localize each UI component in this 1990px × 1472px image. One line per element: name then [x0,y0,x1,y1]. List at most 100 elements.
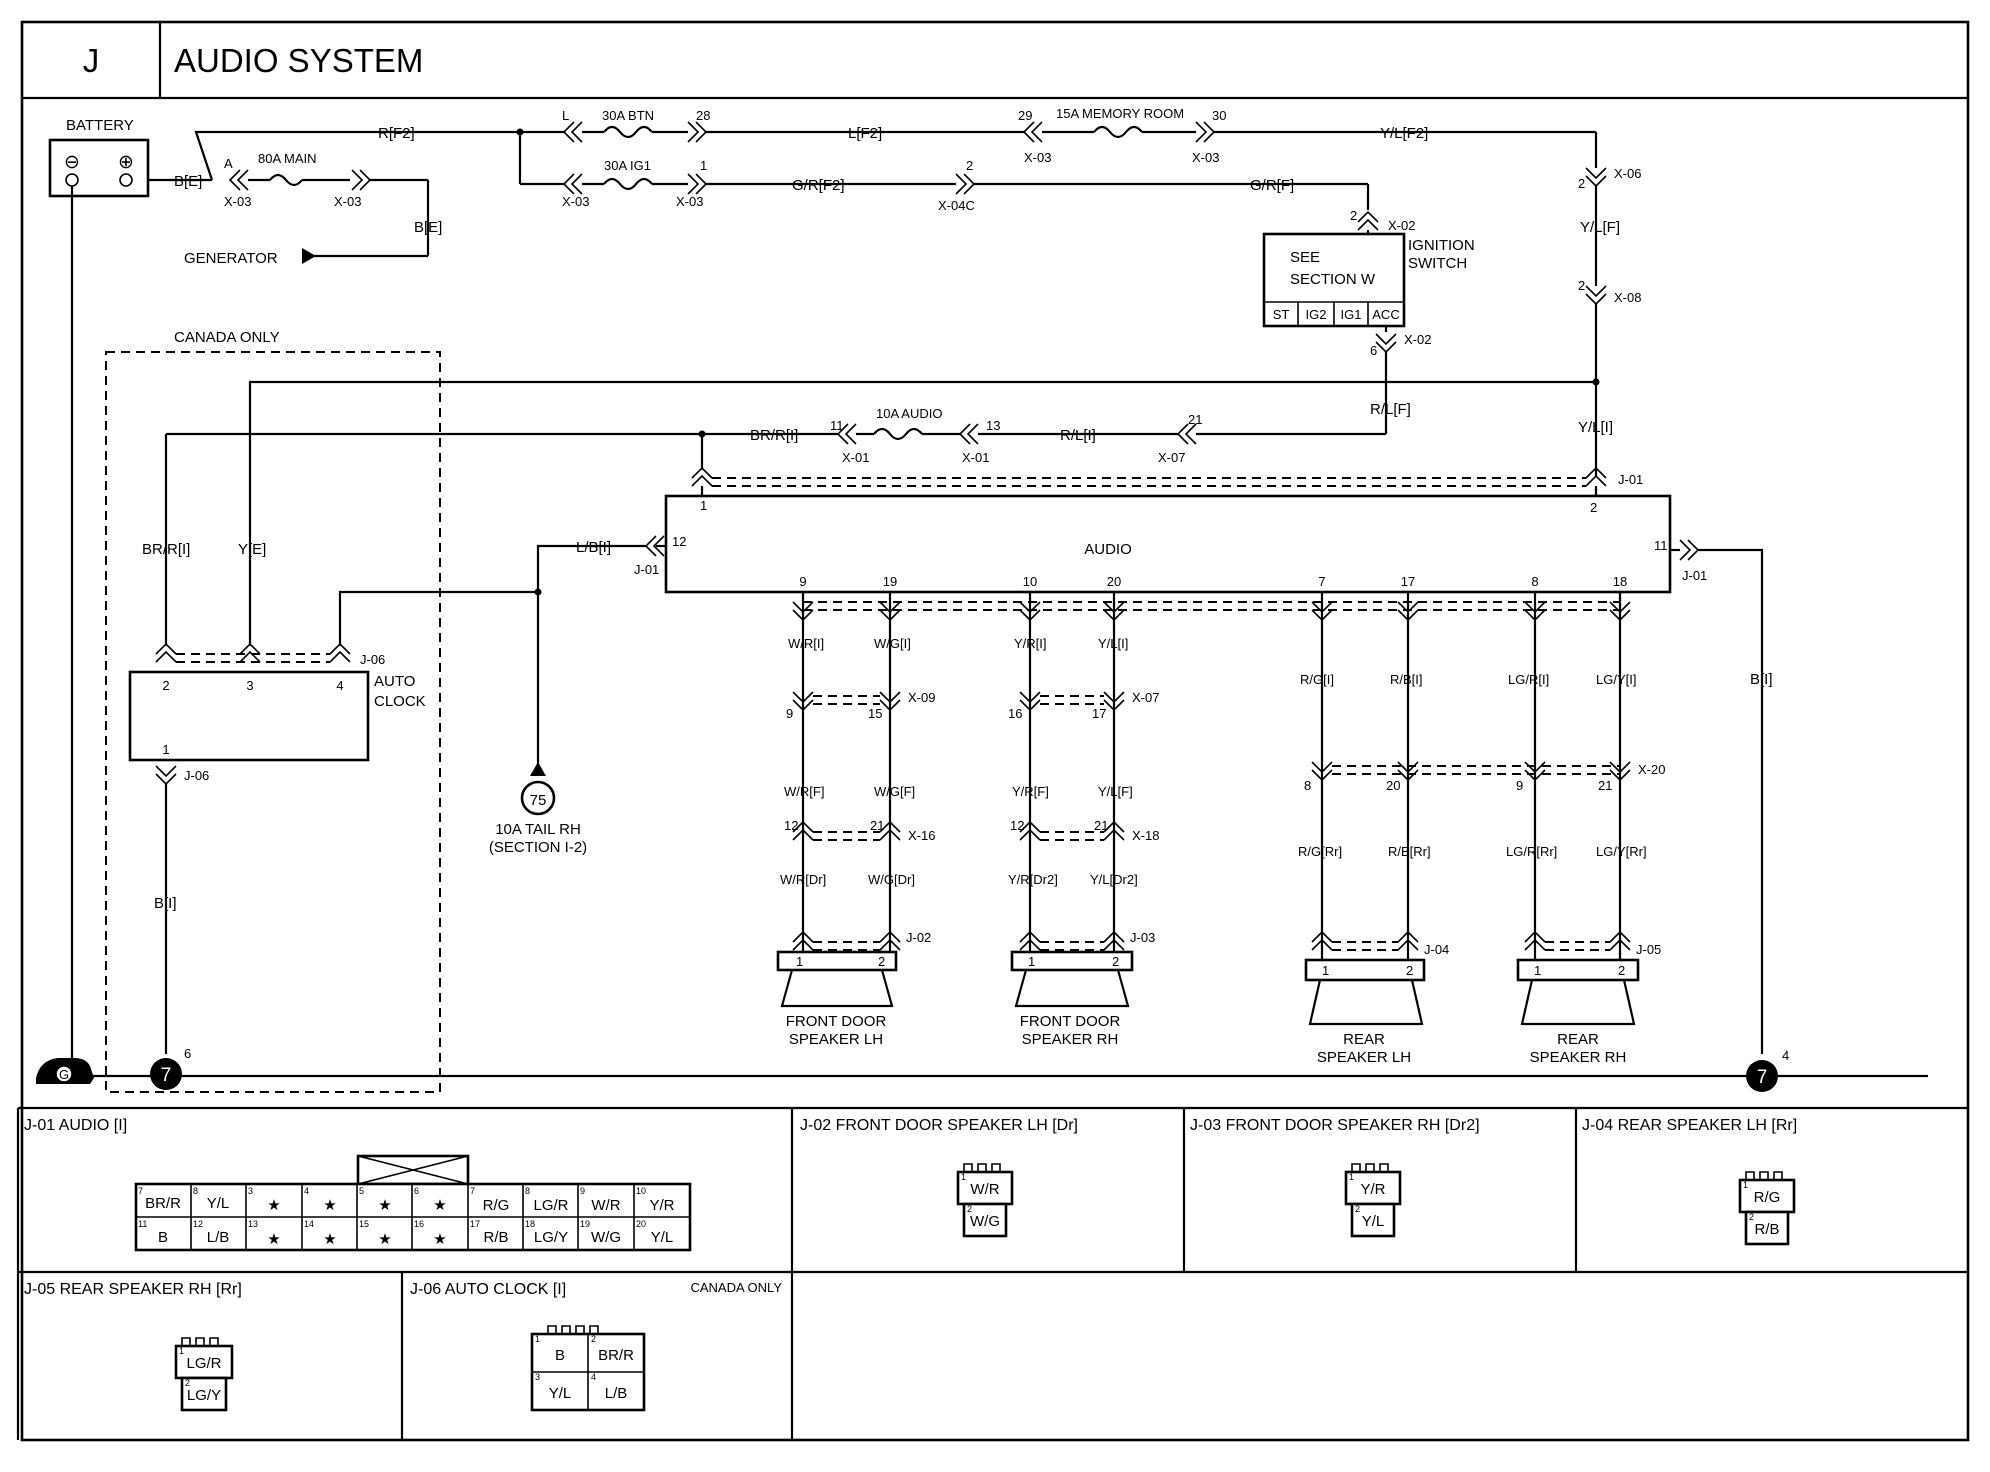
wire-label: LG/Y[Rr] [1596,844,1647,859]
wire-label: G/R[F] [1250,177,1294,194]
pin-label: 2 [1112,954,1119,969]
pin-label: L [562,108,569,123]
generator-arrow-icon [302,248,316,264]
connector-label: X-03 [1192,150,1219,165]
wire-label: Y/L[F] [1580,219,1620,236]
rear-left-speaker-circuit: R/G[I] R/B[I] 8 20 R/G[Rr] R/B[Rr] J-04 … [1298,592,1620,1066]
speaker-icon [1308,979,1424,1026]
audio-fuse-circuit: 21 X-07 R/L[I] 13 X-01 10A AUDIO 11 X-01… [142,406,1386,646]
fuse-icon [269,173,303,187]
panel-title: J-06 AUTO CLOCK [I] [410,1281,566,1298]
front-left-speaker-circuit: W/R[I] W/G[I] 9 15 X-09 W/R[F] W/G[F] 12… [776,592,1620,1048]
connector-label: X-02 [1404,332,1431,347]
speaker-name: SPEAKER RH [1022,1031,1119,1048]
connector-label: J-03 [1130,930,1155,945]
cell-color: Y/R [649,1197,674,1214]
battery [48,138,150,198]
connector-label: X-03 [334,194,361,209]
cell-pin: 17 [470,1219,480,1229]
fuse-label: 10A AUDIO [876,406,942,421]
wire-label: W/G[Dr] [868,872,915,887]
cell-color: LG/Y [187,1387,221,1404]
section-letter: J [83,42,100,79]
cell-color: R/G [1754,1189,1781,1206]
speaker-icon [1520,979,1636,1026]
panel-title: J-02 FRONT DOOR SPEAKER LH [Dr] [800,1117,1078,1134]
panel-title: J-05 REAR SPEAKER RH [Rr] [24,1281,242,1298]
wire-label: L[F2] [848,125,882,142]
wire-label: LG/Y[I] [1596,672,1636,687]
battery-label: BATTERY [66,117,134,134]
audio-unit: AUDIO 1 2 12 11 9 19 10 20 7 17 8 18 [664,494,1672,594]
pin-label: 16 [1008,706,1022,721]
connector-label: J-02 [906,930,931,945]
wire-label: L/B[I] [576,539,611,556]
wire-label: R/L[F] [1370,401,1411,418]
pin-label: 2 [1350,208,1357,223]
pin-label: 8 [1531,574,1538,589]
pin-label: 12 [784,818,798,833]
auto-clock-section: CANADA ONLY J-06 2 3 4 AUTO CLOCK 1 J-06… [105,329,441,1093]
wire-label: B[E] [414,219,442,236]
pin-label: 9 [786,706,793,721]
speaker-name: FRONT DOOR [1020,1013,1121,1030]
pin-label: 1 [796,954,803,969]
tail-reference-circle: 75 [530,792,547,809]
pin-label: 21 [1188,412,1202,427]
speaker-name: SPEAKER LH [1317,1049,1411,1066]
see-section-text: SEE [1290,249,1320,266]
pin-label: 1 [1028,954,1035,969]
cell-color: Y/L [1362,1213,1385,1230]
cell-pin: 15 [359,1219,369,1229]
wire-label: Y/R[Dr2] [1008,872,1058,887]
connector-label: X-03 [676,194,703,209]
speaker-name: SPEAKER LH [789,1031,883,1048]
fuse-label: 15A MEMORY ROOM [1056,106,1184,121]
cell-pin: 2 [1749,1212,1754,1222]
canada-only-label: CANADA ONLY [174,329,280,346]
panel-title: J-03 FRONT DOOR SPEAKER RH [Dr2] [1190,1117,1480,1134]
pin-label: 1 [700,158,707,173]
speaker-plug [776,950,898,972]
cell-color: ★ [433,1197,446,1214]
cell-pin: 9 [580,1186,585,1196]
wire-label: Y[E] [238,541,266,558]
cell-color: BR/R [145,1195,181,1212]
wire-label: Y/L[F] [1098,784,1133,799]
wire-label: W/G[F] [874,784,915,799]
cell-pin: 4 [304,1186,309,1196]
fuse-label: 30A IG1 [604,158,651,173]
cell-color: W/G [970,1213,1000,1230]
panel-note: CANADA ONLY [690,1280,782,1295]
cell-color: Y/R [1360,1181,1385,1198]
wire-label: Y/R[F] [1012,784,1049,799]
connector-label: J-05 [1636,942,1661,957]
wire-label: R[F2] [378,125,415,142]
pin-label: 18 [1613,574,1627,589]
cell-color: R/G [483,1197,510,1214]
connector-panel-j01: J-01 AUDIO [I] 7 BR/R 8 Y/L 3 ★ 4 ★ 5 ★ … [24,1117,692,1252]
auto-clock-label: CLOCK [374,693,426,710]
connector-label: X-02 [1388,218,1415,233]
pin-label: 9 [799,574,806,589]
wire-label: LG/R[Rr] [1506,844,1557,859]
page-title: AUDIO SYSTEM [174,42,423,79]
cell-pin: 1 [179,1346,184,1356]
ignition-switch-label: IGNITION [1408,237,1475,254]
pin-label: 13 [986,418,1000,433]
connector-label: X-01 [842,450,869,465]
fuse-icon [1093,125,1143,139]
cell-color: L/B [207,1229,230,1246]
connector-label: X-08 [1614,290,1641,305]
connector-label: J-01 [634,562,659,577]
pin-label: 11 [1654,538,1668,553]
ground-number: 7 [1757,1067,1768,1088]
cell-pin: 18 [525,1219,535,1229]
wire-label: R/B[I] [1390,672,1423,687]
pin-label: 12 [672,534,686,549]
wire-label: B[I] [154,895,177,912]
connector-label: X-04C [938,198,975,213]
ground-point-icon [150,1058,182,1090]
wire-label: BR/R[I] [142,541,190,558]
pin-label: 1 [1534,963,1541,978]
